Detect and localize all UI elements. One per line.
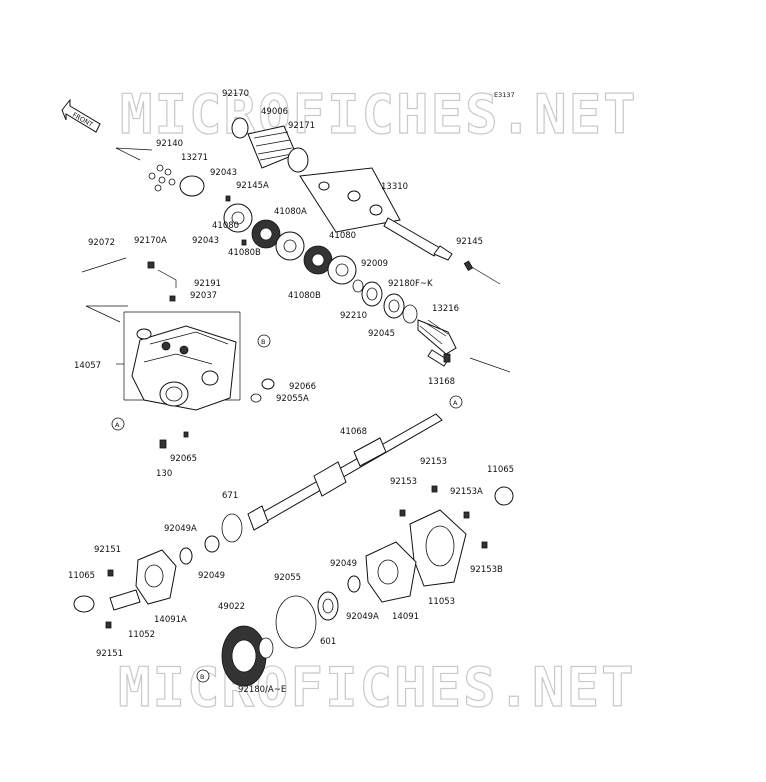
label-92043-b: 92043	[192, 236, 219, 246]
label-13168: 13168	[428, 377, 455, 387]
label-13310: 13310	[381, 182, 408, 192]
label-11053: 11053	[428, 597, 455, 607]
label-11065-a: 11065	[487, 465, 514, 475]
label-92153-b: 92153	[390, 477, 417, 487]
drive-shaft	[247, 413, 443, 531]
label-92037: 92037	[190, 291, 217, 301]
label-92066: 92066	[289, 382, 316, 392]
svg-text:A: A	[453, 399, 458, 407]
label-92153A: 92153A	[450, 487, 483, 497]
label-601: 601	[320, 637, 336, 647]
label-130: 130	[156, 469, 172, 479]
pinion-gear	[417, 319, 457, 367]
callout-b-bottom: B	[196, 669, 210, 683]
label-92055: 92055	[274, 573, 301, 583]
label-92065: 92065	[170, 454, 197, 464]
callout-a-top: A	[449, 395, 463, 409]
label-11052: 11052	[128, 630, 155, 640]
fasteners	[81, 195, 474, 302]
left-housing	[73, 513, 243, 629]
label-14057: 14057	[74, 361, 101, 371]
label-92045: 92045	[368, 329, 395, 339]
label-92191: 92191	[194, 279, 221, 289]
watermark-top: MICROFICHES.NET	[120, 83, 638, 146]
boot-assembly	[179, 117, 309, 197]
part-labels: 92170 49006 92171 92140 13271 92043 9214…	[68, 89, 514, 695]
label-92049-b: 92049	[330, 559, 357, 569]
label-671: 671	[222, 491, 238, 501]
label-92153B: 92153B	[470, 565, 503, 575]
label-41068: 41068	[340, 427, 367, 437]
label-92072: 92072	[88, 238, 115, 248]
differential-case	[131, 325, 275, 449]
label-92171: 92171	[288, 121, 315, 131]
label-92049A-a: 92049A	[164, 524, 197, 534]
label-13271: 13271	[181, 153, 208, 163]
label-41080A: 41080A	[274, 207, 307, 217]
label-92170A: 92170A	[134, 236, 167, 246]
label-49022: 49022	[218, 602, 245, 612]
label-92151-a: 92151	[94, 545, 121, 555]
label-49006: 49006	[261, 107, 288, 117]
label-92140: 92140	[156, 139, 183, 149]
label-14091A: 14091A	[154, 615, 187, 625]
right-housing	[317, 485, 514, 621]
label-92210: 92210	[340, 311, 367, 321]
label-41080-a: 41080	[212, 221, 239, 231]
label-11065-b: 11065	[68, 571, 95, 581]
label-92180FK: 92180F~K	[388, 279, 433, 289]
ring-gear	[221, 595, 317, 687]
label-92151-b: 92151	[96, 649, 123, 659]
svg-text:B: B	[200, 673, 204, 681]
label-41080-c: 41080	[329, 231, 356, 241]
label-92049A-b: 92049A	[346, 612, 379, 622]
label-92153-a: 92153	[420, 457, 447, 467]
callout-b-top: B	[257, 334, 271, 348]
label-92043-a: 92043	[210, 168, 237, 178]
label-92145A: 92145A	[236, 181, 269, 191]
label-92049-a: 92049	[198, 571, 225, 581]
label-41080B-b: 41080B	[288, 291, 321, 301]
callout-a-left: A	[111, 417, 125, 431]
svg-text:B: B	[261, 338, 265, 346]
svg-text:A: A	[115, 421, 120, 429]
label-92009: 92009	[361, 259, 388, 269]
label-14091: 14091	[392, 612, 419, 622]
label-92180AE: 92180/A~E	[238, 685, 286, 695]
propeller-shaft	[299, 167, 453, 261]
front-arrow-icon: FRONT	[61, 98, 101, 133]
label-92055A: 92055A	[276, 394, 309, 404]
gear-plates	[223, 203, 418, 324]
ball-bearings	[148, 164, 176, 192]
label-92170: 92170	[222, 89, 249, 99]
label-13216: 13216	[432, 304, 459, 314]
diagram-code: E3137	[494, 91, 515, 99]
watermark-bottom: MICROFICHES.NET	[118, 656, 636, 719]
label-92145: 92145	[456, 237, 483, 247]
label-41080B-a: 41080B	[228, 248, 261, 258]
